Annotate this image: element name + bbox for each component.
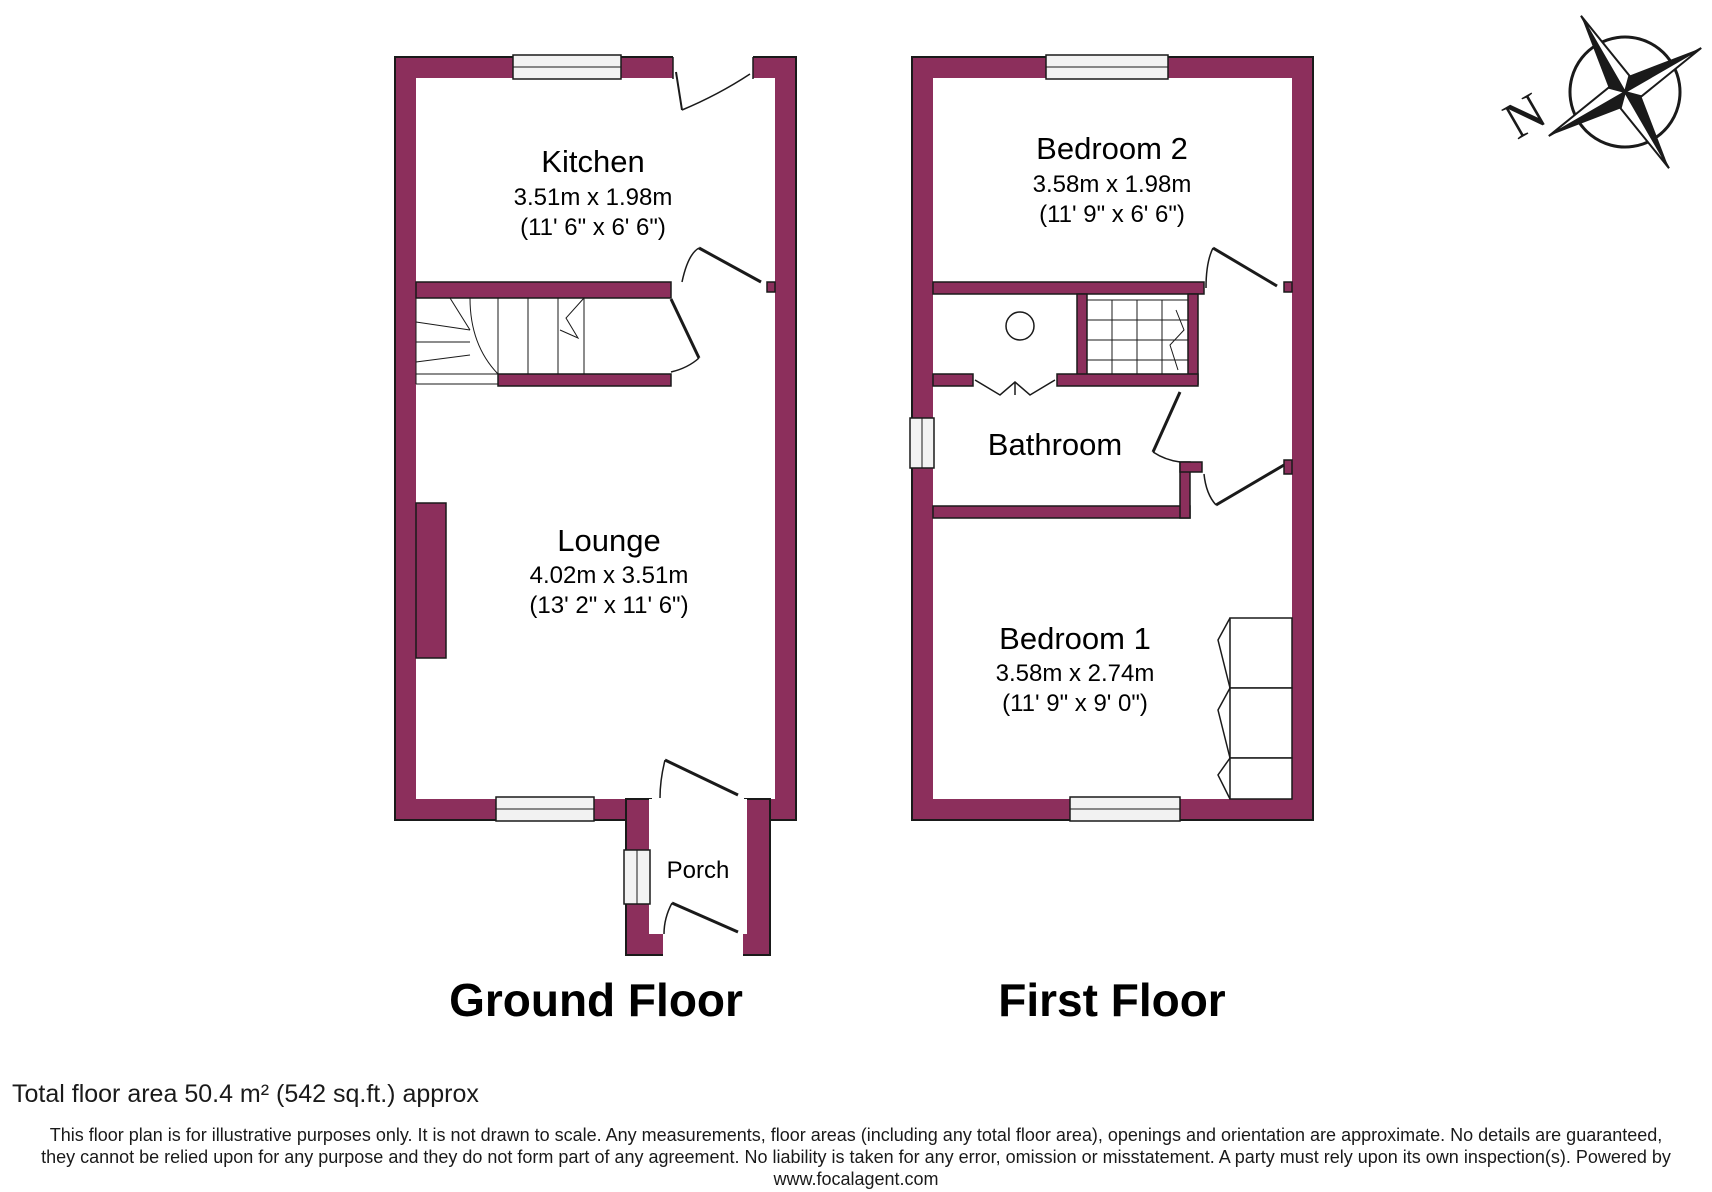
bathroom-door (1151, 391, 1182, 463)
porch-front-door (663, 901, 739, 935)
ground-floor-interior (416, 78, 775, 799)
total-floor-area: Total floor area 50.4 m² (542 sq.ft.) ap… (12, 1080, 479, 1108)
lounge-chimney-breast (415, 502, 447, 659)
ground-floor-plan: Kitchen 3.51m x 1.98m (11' 6" x 6' 6") L… (394, 54, 797, 1026)
disclaimer-line-2: they cannot be relied upon for any purpo… (41, 1147, 1671, 1167)
kitchen-name: Kitchen (541, 144, 644, 179)
first-floor-title: First Floor (998, 974, 1226, 1026)
porch-interior (649, 799, 747, 934)
kitchen-metric: 3.51m x 1.98m (514, 184, 673, 211)
bedroom2-metric: 3.58m x 1.98m (1033, 171, 1192, 198)
lounge-metric: 4.02m x 3.51m (530, 562, 689, 589)
bathroom-name: Bathroom (988, 427, 1122, 462)
kitchen-back-door-opening (673, 55, 753, 79)
ground-floor-staircase (415, 297, 585, 385)
first-floor-staircase (1087, 299, 1188, 374)
bedroom2-divider-wall (932, 281, 1205, 295)
porch-entrance-opening (663, 932, 743, 956)
under-stair-wall (497, 373, 672, 387)
bedroom2-imperial: (11' 9" x 6' 6") (1039, 201, 1185, 228)
airing-cupboard-doors (974, 379, 1056, 396)
lounge-porch-opening (652, 796, 744, 804)
porch-name: Porch (667, 857, 730, 884)
bedroom1-imperial: (11' 9" x 9' 0") (1002, 690, 1148, 717)
kitchen-imperial: (11' 6" x 6' 6") (520, 214, 666, 241)
bathroom-bottom-wall (932, 505, 1191, 519)
bedroom1-name: Bedroom 1 (999, 621, 1151, 656)
bedroom1-metric: 3.58m x 2.74m (996, 660, 1155, 687)
compass-rose-icon (1548, 15, 1702, 169)
first-floor-plan: Bedroom 2 3.58m x 1.98m (11' 9" x 6' 6")… (909, 54, 1314, 1026)
lounge-imperial: (13' 2" x 11' 6") (529, 592, 688, 619)
hot-water-cylinder (1005, 311, 1035, 341)
lounge-porch-door (659, 758, 739, 799)
airing-cupboard-front-right (1056, 373, 1199, 387)
bedroom2-divider-stub (1283, 281, 1293, 293)
compass-north-label: N (1495, 82, 1556, 150)
kitchen-door-opening (680, 280, 766, 300)
kitchen-divider-wall (415, 281, 672, 299)
disclaimer-line-1: This floor plan is for illustrative purp… (49, 1125, 1663, 1145)
airing-cupboard-front-left (932, 373, 974, 387)
kitchen-back-door (672, 57, 754, 111)
landing-right-stub (1283, 459, 1293, 475)
kitchen-divider-wall-stub (766, 281, 776, 293)
bedroom2-name: Bedroom 2 (1036, 131, 1188, 166)
bathroom-side-stub (1179, 461, 1203, 473)
disclaimer-line-3: www.focalagent.com (773, 1169, 939, 1189)
ground-floor-title: Ground Floor (449, 974, 743, 1026)
bedroom2-door (1205, 246, 1278, 289)
kitchen-internal-door (681, 246, 762, 284)
lounge-name: Lounge (557, 523, 660, 558)
bedroom1-door (1203, 463, 1285, 507)
airing-cupboard-side-wall (1076, 293, 1088, 385)
disclaimer: This floor plan is for illustrative purp… (0, 1124, 1712, 1190)
bedroom1-wardrobes (1217, 617, 1293, 800)
cupboard-door (669, 298, 701, 373)
stair-side-wall (1187, 293, 1199, 385)
